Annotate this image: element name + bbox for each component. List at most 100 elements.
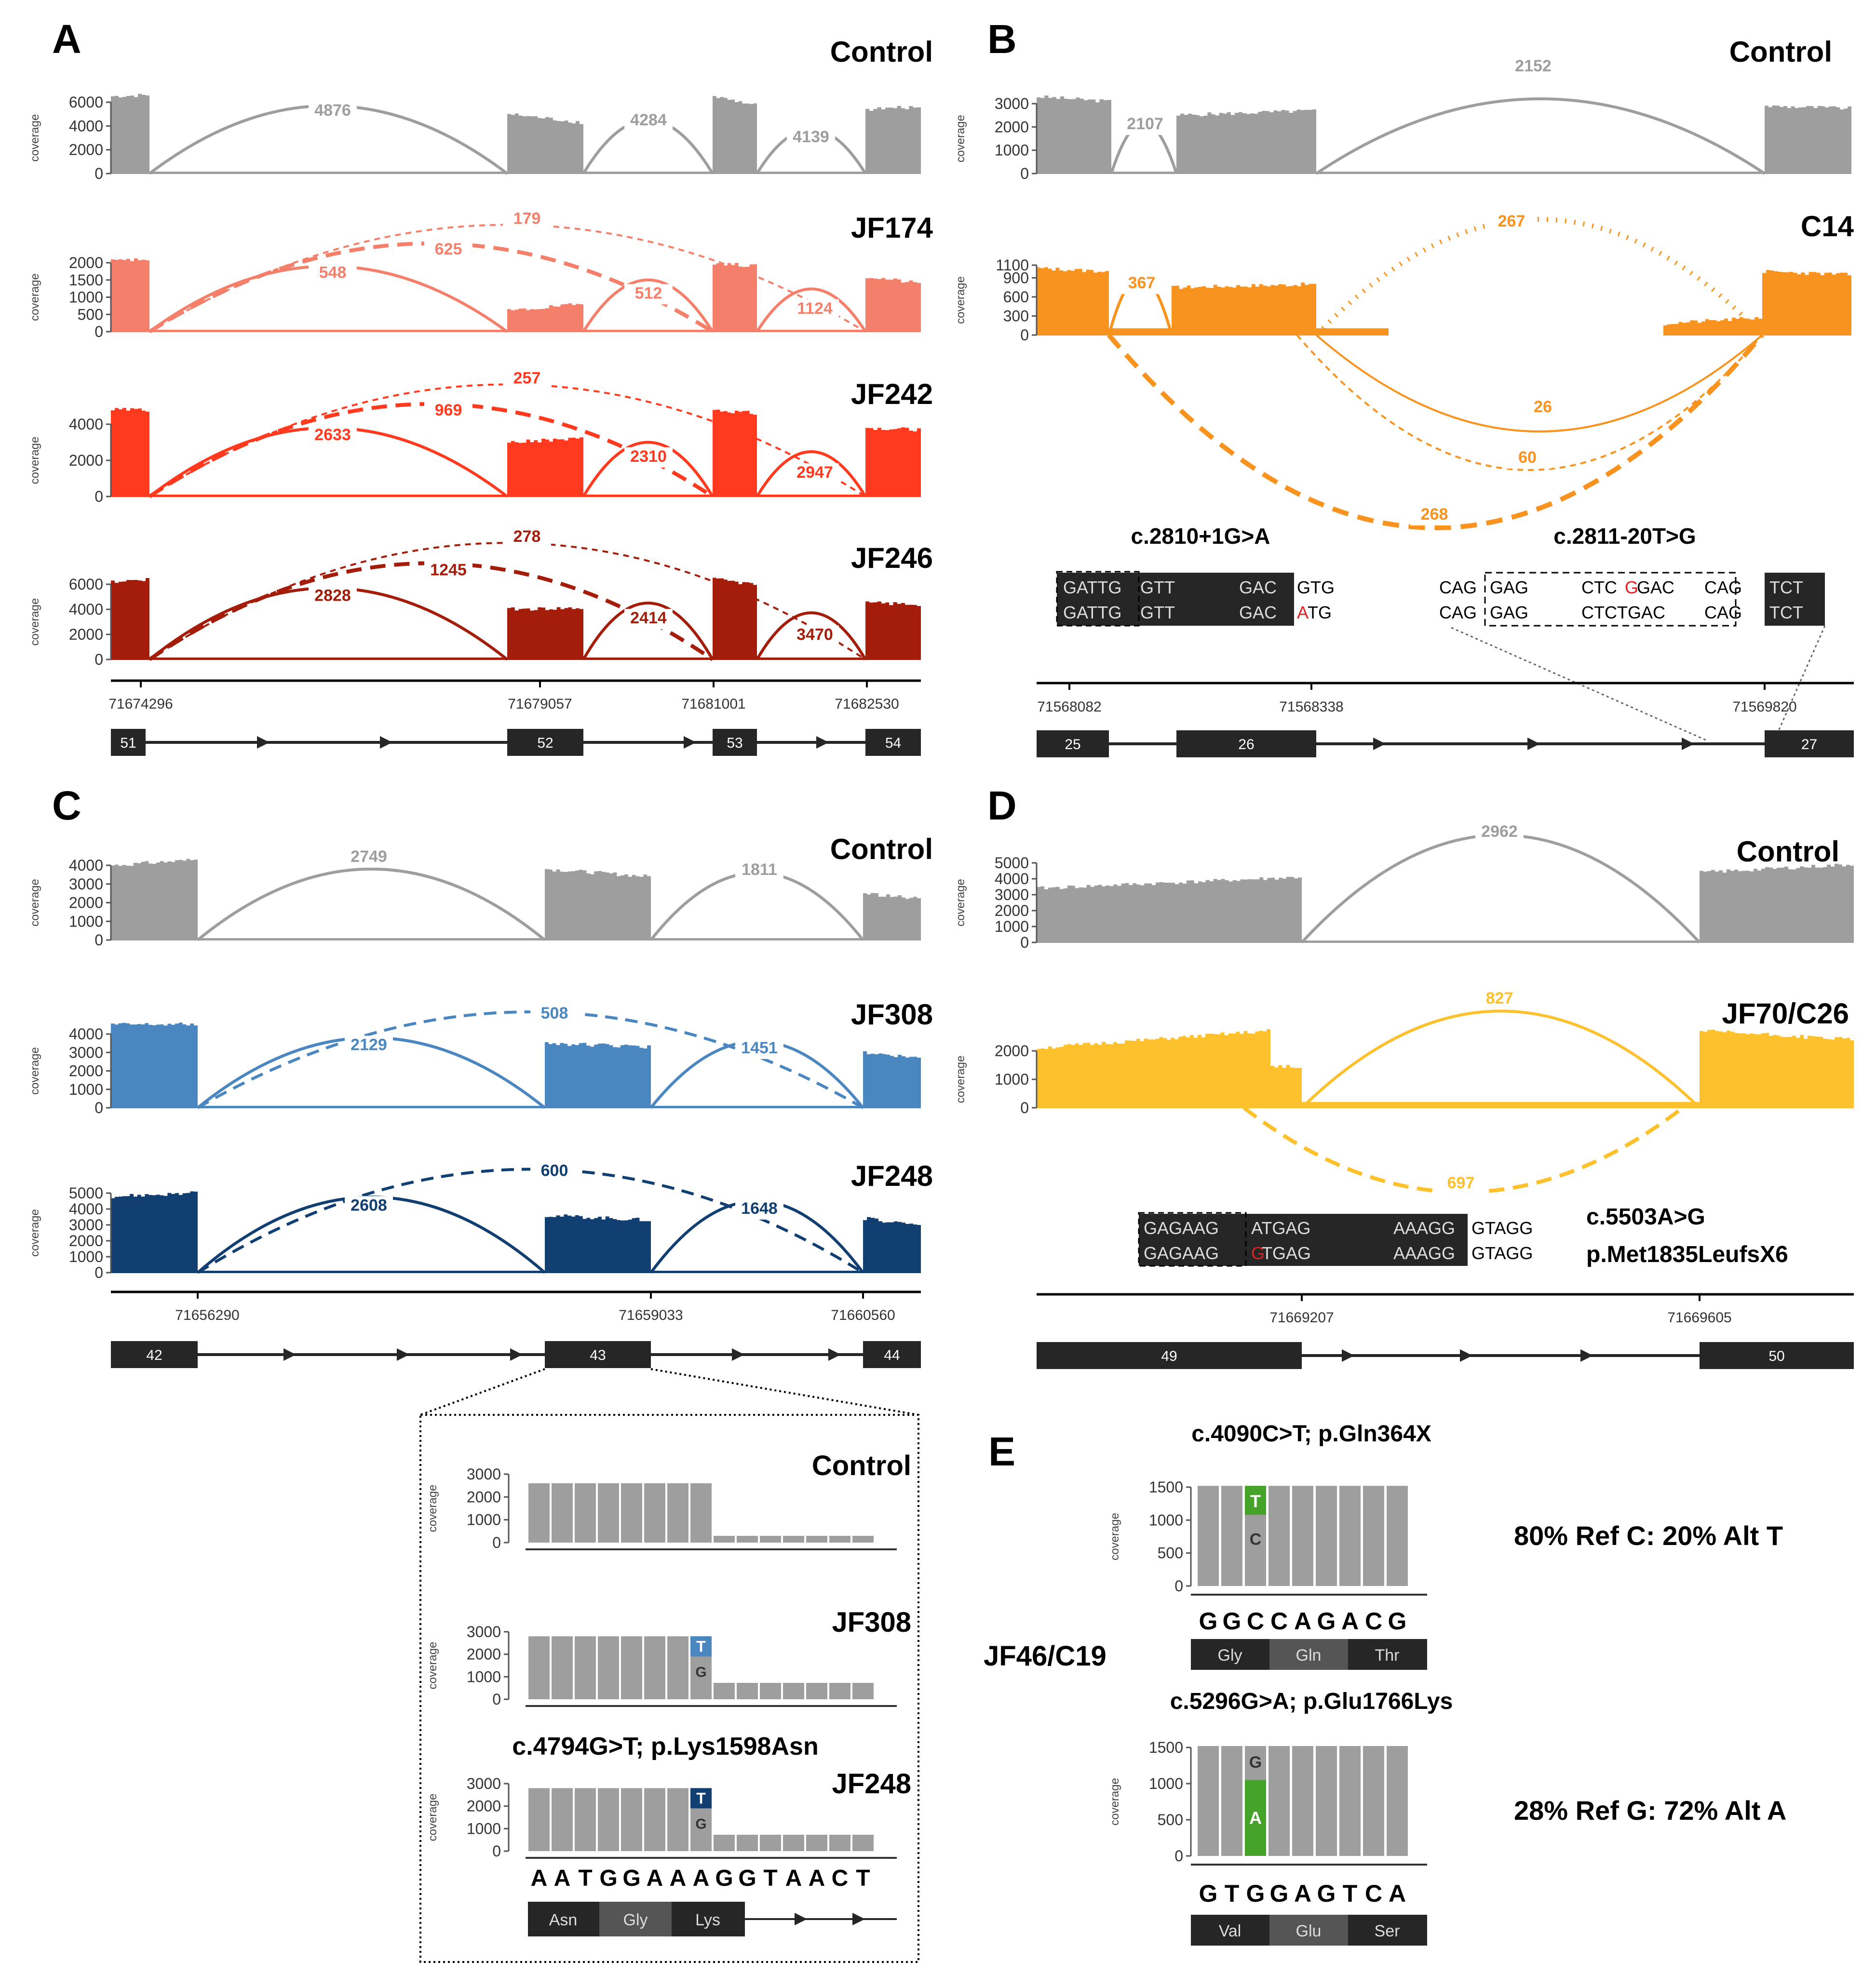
sequence-alt: GAC [1239, 603, 1277, 622]
track-name: C14 [1801, 210, 1854, 242]
base-coverage-bar [760, 1536, 781, 1543]
sequence-alt-variant: A [1297, 603, 1309, 622]
arc-label-bg [530, 1161, 579, 1182]
y-axis-label: coverage [954, 1056, 967, 1103]
base-coverage-bar [1387, 1486, 1408, 1586]
coverage-block [865, 601, 921, 659]
intron-arrow-icon [795, 1913, 807, 1925]
y-tick-label: 1000 [1149, 1511, 1183, 1529]
junction-arc [1314, 217, 1764, 337]
arc-count: 508 [541, 1004, 568, 1022]
sequence-base: A [693, 1866, 710, 1891]
genomic-coordinate: 71682530 [835, 696, 899, 712]
base-coverage-bar [644, 1788, 665, 1851]
intron-arrow-icon [816, 736, 829, 749]
arc-count: 2414 [630, 609, 667, 627]
sequence-ref: GAC [1239, 578, 1277, 597]
sequence-alt: GAGAAG [1144, 1243, 1219, 1263]
exon [1037, 730, 1109, 757]
sequence-frame [1484, 572, 1737, 627]
y-tick-label: 0 [1174, 1847, 1183, 1865]
splice-junction-arcs: 4876428441391796255485121124257969263323… [148, 57, 1766, 1274]
y-axis-label: coverage [954, 276, 967, 324]
y-tick-label: 0 [492, 1842, 501, 1860]
track-name: JF248 [832, 1768, 911, 1800]
genomic-coordinate: 71568338 [1279, 699, 1343, 715]
arc-count: 257 [513, 369, 541, 388]
y-tick-label: 4000 [69, 1200, 103, 1218]
intron-arrow-icon [732, 1348, 744, 1361]
y-tick-label: 2000 [995, 902, 1029, 919]
arc-label-bg [309, 426, 357, 446]
junction-arc [582, 278, 714, 333]
base-coverage-bar [552, 1483, 573, 1543]
y-tick-label: 2000 [69, 1232, 103, 1249]
amino-acid: Gln [1296, 1646, 1322, 1665]
arc-label-bg [624, 111, 673, 131]
arc-count: 4284 [630, 111, 667, 129]
base-coverage-bar [528, 1483, 550, 1543]
sequence-alt: TG [1308, 603, 1332, 622]
mutation-label: c.4794G>T; p.Lys1598Asn [512, 1733, 818, 1760]
base-coverage-bar [1339, 1746, 1361, 1856]
arc-label-bg [791, 625, 839, 646]
y-tick-label: 1000 [69, 913, 103, 930]
sequence-base: C [1365, 1608, 1382, 1635]
arc-label-bg [503, 527, 551, 548]
arc-label-bg [1410, 505, 1458, 525]
genomic-coordinate: 71656290 [175, 1307, 239, 1323]
junction-arc [1315, 334, 1763, 432]
base-coverage-bar [737, 1835, 758, 1851]
coverage-baseline [1037, 940, 1854, 943]
zoom-frame [419, 1414, 919, 1963]
arc-count: 1451 [741, 1039, 778, 1057]
junction-arc [1107, 333, 1764, 530]
exon [713, 729, 757, 756]
coverage-block [545, 1042, 651, 1108]
sequence-base: A [809, 1866, 825, 1891]
sequence-alt: AAAGG [1393, 1243, 1455, 1263]
junction-arc [197, 867, 546, 941]
y-tick-label: 4000 [69, 416, 103, 433]
exon [863, 1341, 921, 1368]
genomic-coordinate: 71660560 [831, 1307, 895, 1323]
intron-arrow-icon [1460, 1349, 1472, 1362]
sequence-base: G [1246, 1880, 1265, 1907]
y-tick-label: 0 [1174, 1577, 1183, 1595]
sequence-base: A [670, 1866, 687, 1891]
sequence-base: A [1294, 1880, 1311, 1907]
base-coverage-bar [1198, 1746, 1219, 1856]
y-tick-label: 1000 [995, 1071, 1029, 1088]
sequence-alt-variant: G [1251, 1243, 1265, 1263]
mutation-label: c.5503A>G [1586, 1204, 1705, 1230]
coverage-block [111, 1191, 198, 1273]
base-coverage-bar [852, 1683, 874, 1699]
base-coverage-bar [1269, 1486, 1290, 1586]
junction-arc [1300, 833, 1701, 944]
base-coverage-bar [575, 1483, 596, 1543]
arc-label-bg [1121, 115, 1169, 135]
exon-number: 42 [146, 1347, 162, 1363]
intron-arrow-icon [257, 736, 270, 749]
arc-label-bg [1475, 822, 1524, 843]
base-coverage-bar [852, 1536, 874, 1543]
intron-arrow-icon [1527, 738, 1540, 750]
track-name: JF242 [851, 378, 933, 410]
base-coverage-bar [598, 1483, 619, 1543]
arc-label-bg [735, 1038, 783, 1059]
sequence-ref: CAG [1439, 578, 1477, 597]
codon-track-mid [1269, 1915, 1348, 1946]
sequence-ref: GAGAAG [1144, 1218, 1219, 1238]
sequence-frame [1056, 571, 1140, 627]
arc-count: 4876 [314, 101, 351, 120]
base-coverage-bar [621, 1788, 642, 1851]
junction-arc [582, 441, 714, 497]
genomic-coordinate: 71659033 [619, 1307, 683, 1323]
arc-count: 1648 [741, 1199, 778, 1218]
panel-letter: E [988, 1429, 1015, 1474]
genomic-coordinate: 71669605 [1667, 1310, 1731, 1326]
arc-label-bg [791, 299, 839, 320]
y-tick-label: 6000 [69, 94, 103, 111]
junction-arc [197, 1168, 864, 1274]
sequence-base: A [1389, 1880, 1406, 1907]
